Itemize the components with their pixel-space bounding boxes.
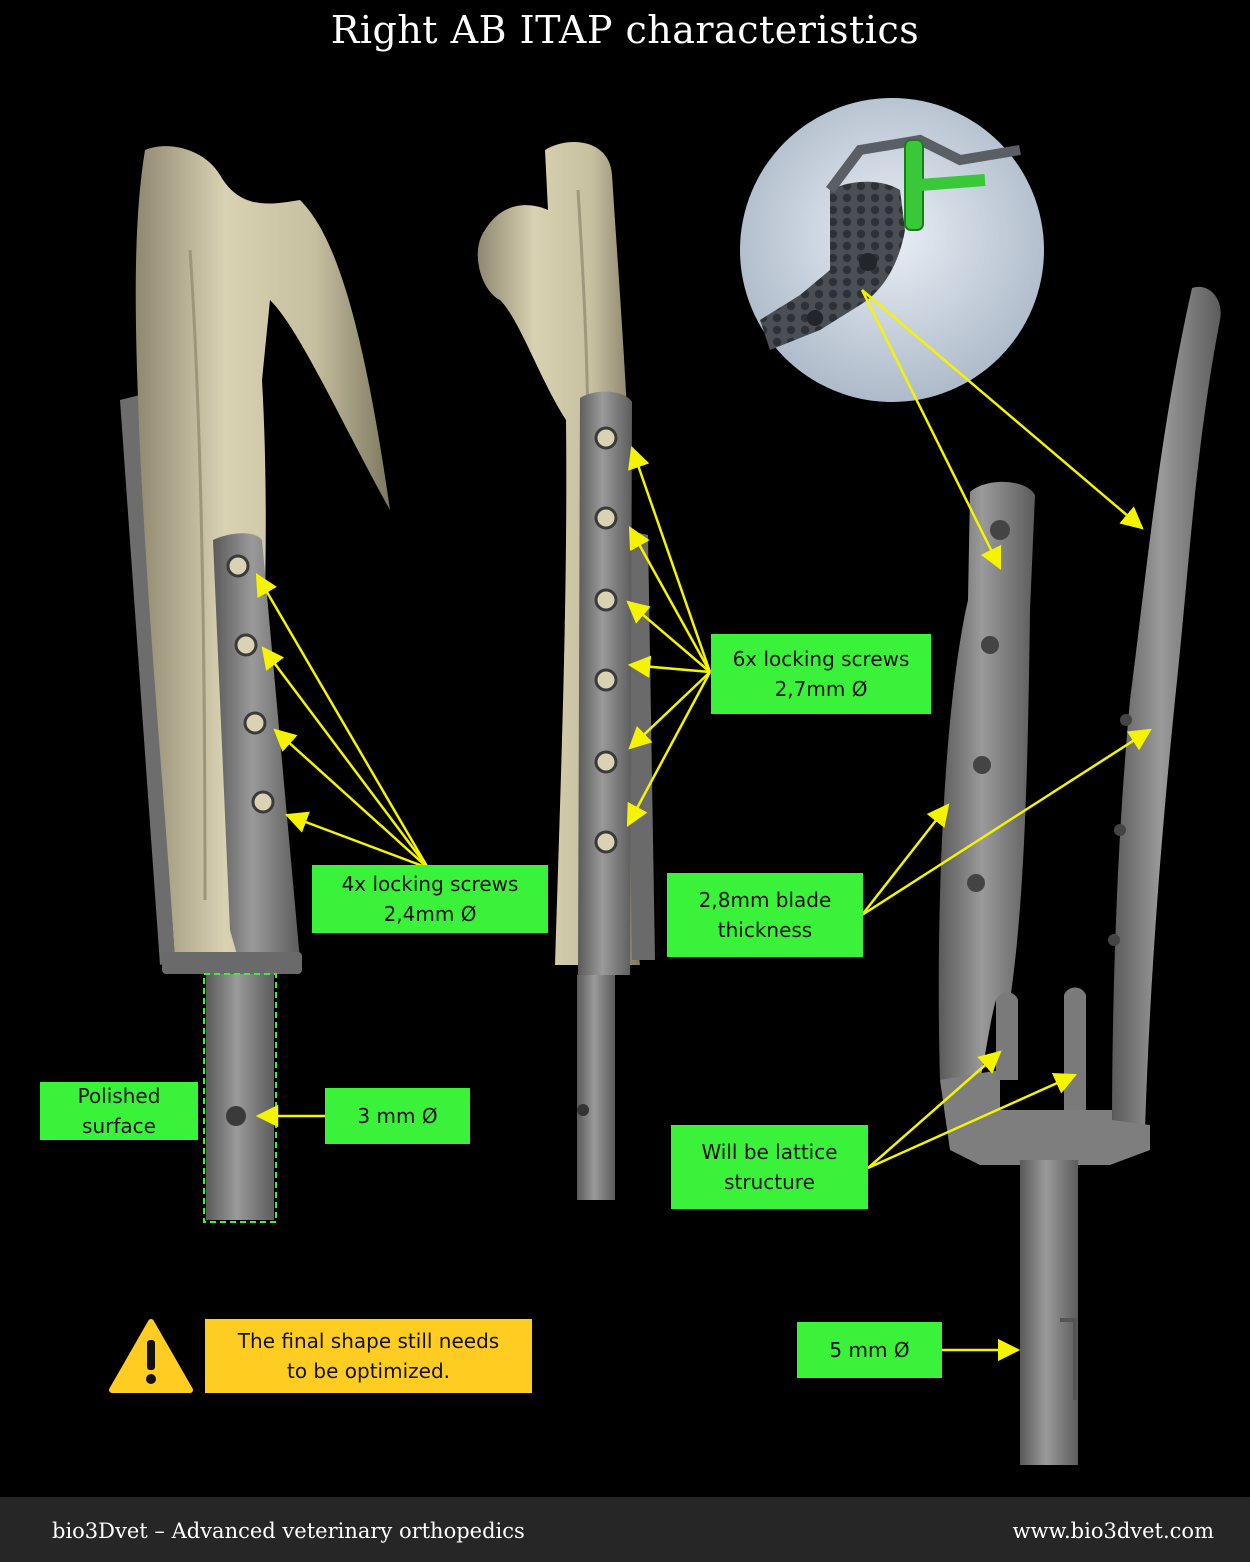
footer-website-link[interactable]: www.bio3dvet.com (1012, 1519, 1214, 1543)
label-polished-surface: Polished surface (40, 1082, 198, 1140)
right-stem (1020, 1160, 1078, 1465)
right-implant-model (938, 286, 1221, 1465)
label-6x-locking-screws: 6x locking screws 2,7mm Ø (711, 634, 931, 714)
illustration (109, 98, 1221, 1465)
right-outer-blade (1112, 286, 1221, 1130)
annotation-arrows (255, 289, 1152, 1362)
label-lattice-structure: Will be lattice structure (671, 1125, 868, 1209)
warning-triangle-icon (109, 1319, 193, 1393)
right-fork-prong-right (1064, 987, 1086, 1110)
right-inner-plate (938, 481, 1035, 1080)
left-implant-side-blade (120, 395, 175, 965)
middle-bone-model (477, 142, 655, 1200)
label-blade-thickness: 2,8mm blade thickness (667, 873, 863, 957)
label-3mm-diameter: 3 mm Ø (325, 1088, 470, 1144)
left-plate (213, 533, 300, 965)
left-plate-base (162, 952, 302, 974)
footer-bar: bio3Dvet – Advanced veterinary orthopedi… (0, 1497, 1250, 1562)
polished-region-outline (203, 973, 277, 1223)
photo-inset (740, 98, 1044, 402)
label-4x-locking-screws: 4x locking screws 2,4mm Ø (312, 865, 548, 933)
left-stem (206, 974, 274, 1220)
page-title: Right AB ITAP characteristics (330, 8, 920, 52)
label-5mm-diameter: 5 mm Ø (797, 1322, 942, 1378)
right-fork-base (940, 1070, 1150, 1165)
left-bone-model (120, 146, 390, 1223)
warning-note: The final shape still needs to be optimi… (205, 1319, 532, 1393)
footer-company: bio3Dvet – Advanced veterinary orthopedi… (52, 1519, 525, 1543)
inset-plate (760, 181, 905, 350)
right-fork-prong-left (996, 992, 1018, 1080)
middle-stem (577, 975, 615, 1200)
